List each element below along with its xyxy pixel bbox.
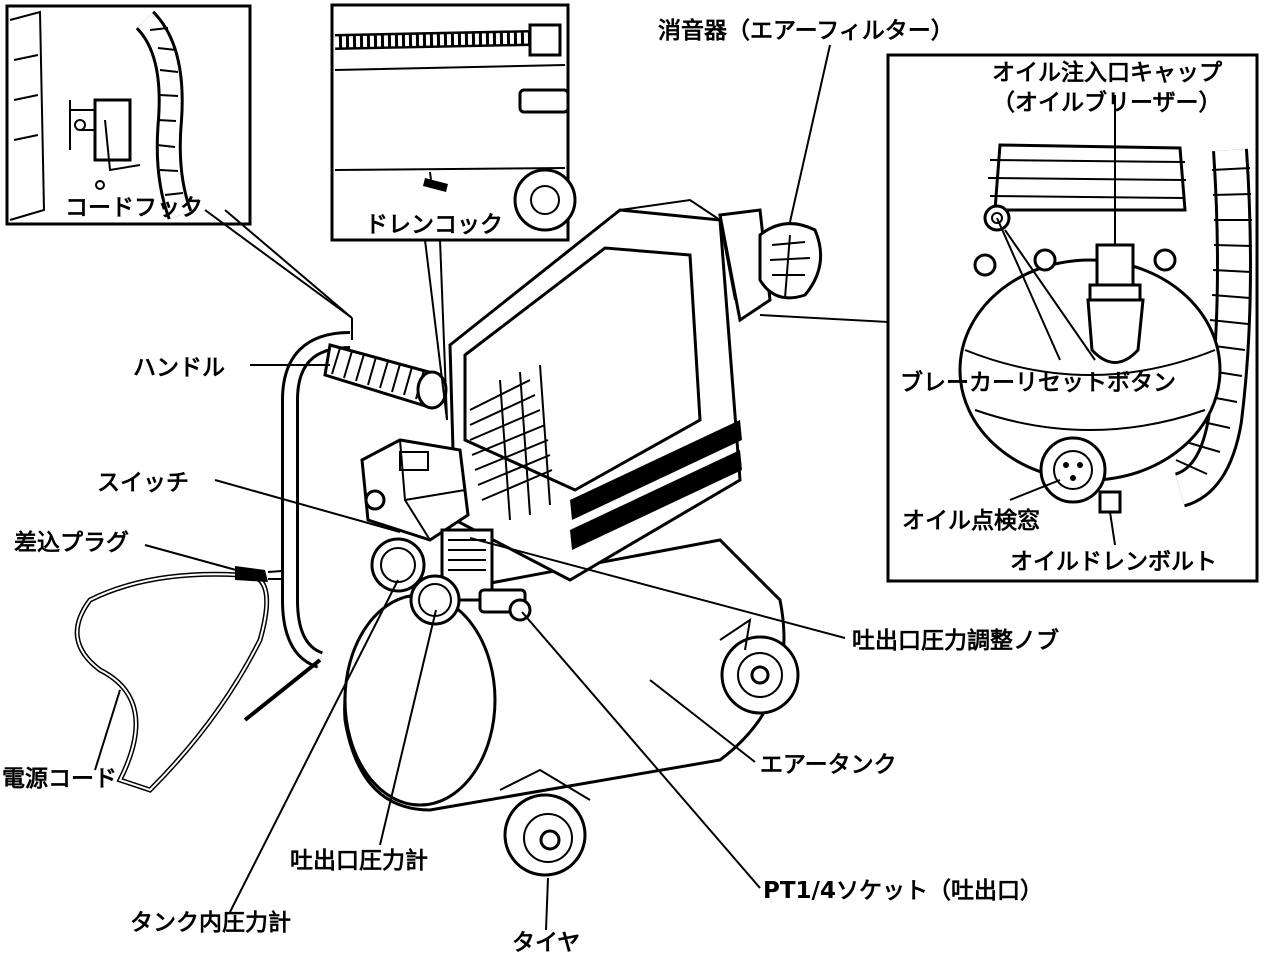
label-silencer: 消音器（エアーフィルター） <box>658 17 954 44</box>
label-socket: PT1/4ソケット（吐出口） <box>763 877 1043 904</box>
label-breaker-reset: ブレーカーリセットボタン <box>900 369 1176 396</box>
label-oil-drain-bolt: オイルドレンボルト <box>1010 549 1217 575</box>
label-switch: スイッチ <box>97 470 189 496</box>
label-drain-cock: ドレンコック <box>365 212 503 238</box>
label-handle: ハンドル <box>133 355 225 381</box>
label-outlet-gauge: 吐出口圧力計 <box>290 847 428 874</box>
compressor-illustration <box>74 198 823 877</box>
label-tire: タイヤ <box>512 930 580 954</box>
label-oil-cap-line1: オイル注入口キャップ <box>992 59 1223 86</box>
label-cord-hook: コードフック <box>65 195 203 221</box>
label-power-cord: 電源コード <box>2 766 117 792</box>
cord-hook-inset <box>5 4 252 226</box>
label-plug: 差込プラグ <box>14 529 129 556</box>
label-tank-gauge: タンク内圧力計 <box>130 909 291 936</box>
label-oil-cap-line2: （オイルブリーザー） <box>992 89 1222 116</box>
label-oil-window: オイル点検窓 <box>902 507 1040 534</box>
label-air-tank: エアータンク <box>760 752 897 778</box>
label-pressure-knob: 吐出口圧力調整ノブ <box>852 627 1059 654</box>
drain-cock-inset <box>330 3 577 242</box>
oil-detail-inset <box>886 53 1259 583</box>
leader-lines <box>94 44 889 931</box>
